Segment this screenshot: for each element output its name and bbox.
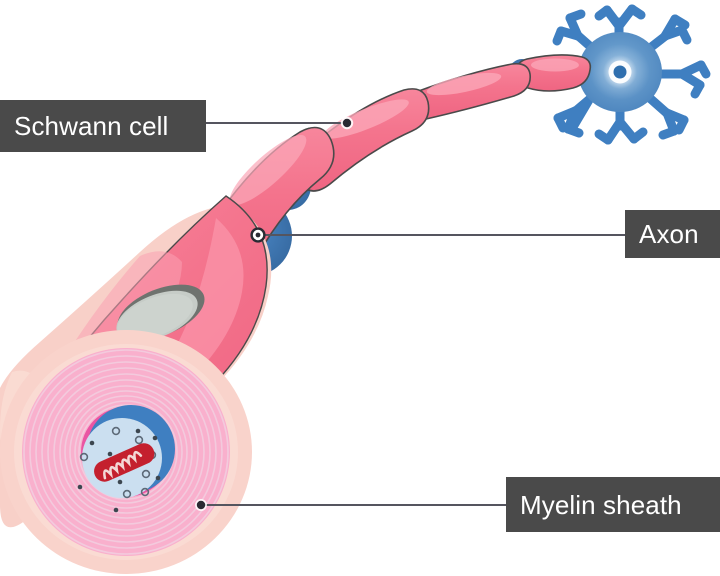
- axon-cross-section: [0, 330, 252, 574]
- neuron-cell-body: [552, 4, 711, 145]
- soma-nucleus: [603, 55, 637, 89]
- leader-lines: [201, 122, 625, 506]
- label-myelin-sheath[interactable]: Myelin sheath: [506, 477, 720, 532]
- marker-axon: [255, 232, 261, 238]
- myelin-internodes: [211, 54, 592, 279]
- leader-markers: [195, 116, 354, 511]
- mitochondrion: [94, 443, 155, 482]
- label-schwann-cell-text: Schwann cell: [14, 111, 169, 141]
- label-myelin-sheath-text: Myelin sheath: [520, 489, 682, 520]
- marker-myelin: [196, 500, 206, 510]
- tube-highlight: [112, 218, 244, 444]
- label-axon-text: Axon: [639, 219, 699, 249]
- cut-away-window: [116, 284, 205, 342]
- label-schwann-cell[interactable]: Schwann cell: [0, 100, 206, 152]
- label-axon[interactable]: Axon: [625, 210, 720, 258]
- marker-schwann: [342, 118, 352, 128]
